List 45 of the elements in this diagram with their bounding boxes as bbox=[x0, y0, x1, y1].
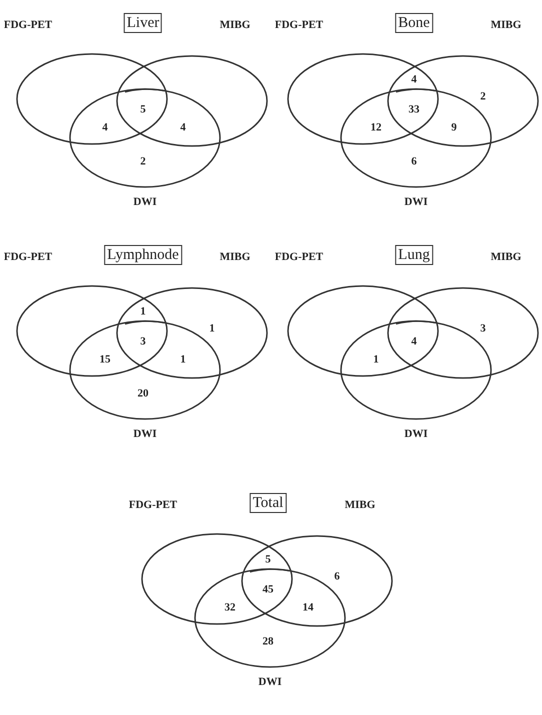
count-number: 6 bbox=[334, 570, 340, 584]
set-name: MIBG bbox=[220, 19, 250, 32]
set-name: DWI bbox=[404, 428, 428, 441]
count-number: 2 bbox=[140, 156, 146, 168]
count-number: 1 bbox=[180, 354, 186, 366]
count-number: 3 bbox=[140, 336, 146, 348]
count-number: 1 bbox=[373, 354, 379, 366]
count-number: 4 bbox=[180, 122, 186, 134]
set-name: FDG-PET bbox=[4, 19, 52, 32]
count-number: 2 bbox=[480, 90, 486, 104]
set-name: FDG-PET bbox=[4, 251, 52, 264]
count-number: 1 bbox=[209, 322, 215, 336]
set-name: DWI bbox=[258, 676, 282, 689]
set-name: MIBG bbox=[344, 499, 376, 512]
count-number: 4 bbox=[411, 74, 417, 86]
set-name: FDG-PET bbox=[274, 251, 324, 264]
count-number: 14 bbox=[302, 602, 314, 614]
set-name: DWI bbox=[404, 196, 428, 209]
set-name: MIBG bbox=[490, 19, 522, 32]
panel-title: Total bbox=[250, 493, 286, 513]
set-name: MIBG bbox=[490, 251, 522, 264]
count-number: 20 bbox=[138, 388, 148, 400]
panel-title: Lymphnode bbox=[104, 245, 182, 265]
count-number: 3 bbox=[480, 322, 486, 336]
set-name: MIBG bbox=[220, 251, 250, 264]
set-name: DWI bbox=[133, 196, 157, 209]
count-number: 4 bbox=[102, 122, 108, 134]
count-number: 9 bbox=[451, 122, 457, 134]
panel-title: Lung bbox=[395, 245, 433, 265]
count-number: 33 bbox=[408, 104, 420, 116]
count-number: 45 bbox=[262, 584, 274, 596]
count-number: 4 bbox=[411, 336, 417, 348]
count-number: 1 bbox=[140, 306, 146, 318]
count-number: 5 bbox=[265, 554, 271, 566]
set-name: FDG-PET bbox=[274, 19, 324, 32]
panel-title: Bone bbox=[395, 13, 433, 33]
set-name: FDG-PET bbox=[128, 499, 178, 512]
count-number: 32 bbox=[224, 602, 236, 614]
count-number: 6 bbox=[411, 156, 417, 168]
panel-title: Liver bbox=[124, 13, 162, 33]
count-number: 28 bbox=[262, 636, 274, 648]
count-number: 12 bbox=[370, 122, 382, 134]
set-name: DWI bbox=[133, 428, 157, 441]
count-number: 15 bbox=[100, 354, 110, 366]
count-number: 5 bbox=[140, 104, 146, 116]
